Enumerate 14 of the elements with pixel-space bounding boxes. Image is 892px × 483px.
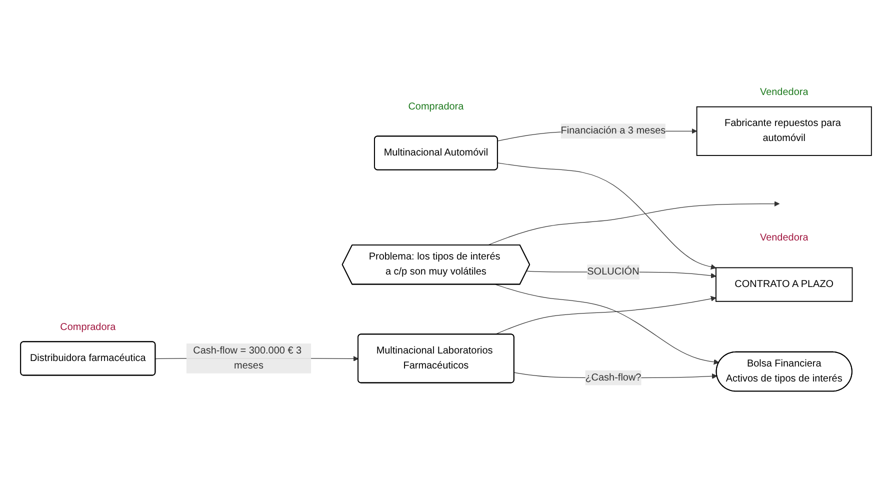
arrow [497,163,716,270]
arrow [495,284,720,366]
edge-label: ¿Cash-flow? [585,372,642,384]
node-label: Vendedora [760,87,808,98]
node-label: Vendedora [760,232,808,244]
edge-label: Cash-flow = 300.000 € 3 meses [193,346,302,372]
edge-label: Financiación a 3 meses [560,126,666,137]
node-box: CONTRATO A PLAZO [716,268,853,302]
node-label: Compradora [60,322,116,333]
edge-label: SOLUCIÓN [587,266,640,278]
arrow [494,296,716,336]
node-label: Compradora [408,102,464,112]
arrow [487,202,780,246]
node-box: Fabricante repuestos para automóvil [696,106,872,156]
